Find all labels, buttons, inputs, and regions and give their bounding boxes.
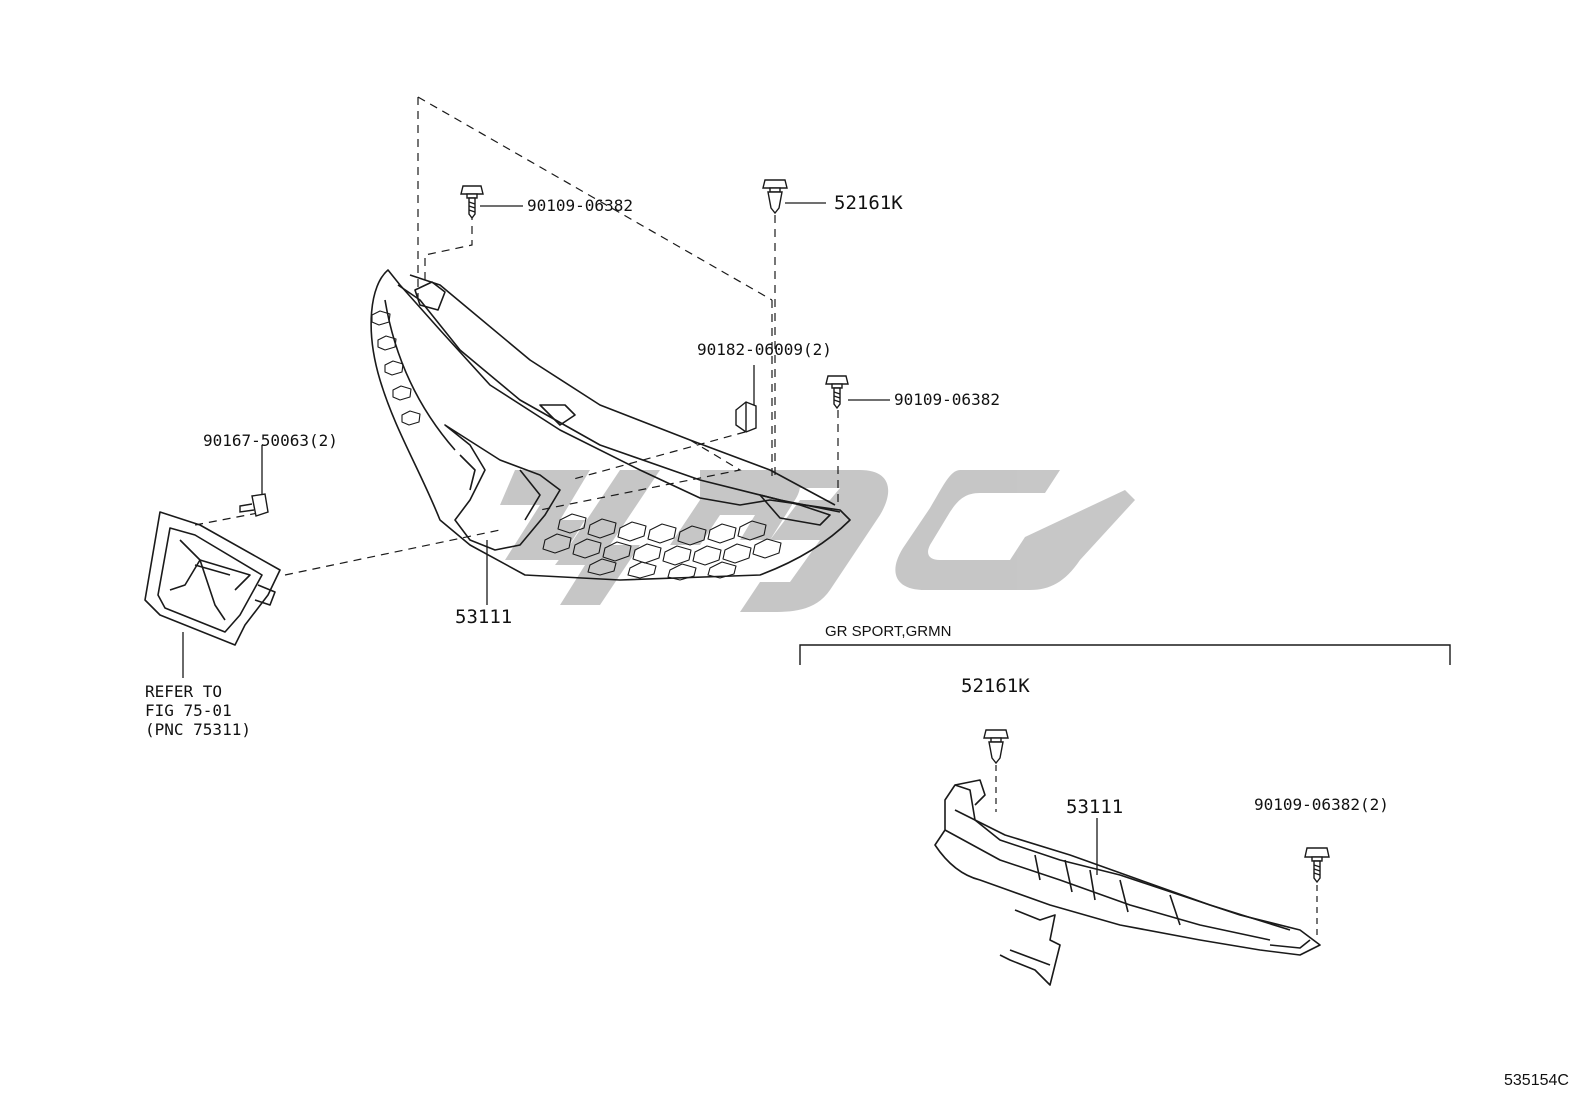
label-bolt-top: 90109-06382 bbox=[527, 196, 633, 215]
label-bolt-variant: 90109-06382(2) bbox=[1254, 795, 1389, 814]
bolt-90109-06382-top bbox=[460, 185, 484, 220]
bolt-90109-06382-right bbox=[825, 375, 849, 410]
diagram-id: 535154C bbox=[1504, 1072, 1569, 1089]
emblem-ref-line-3: (PNC 75311) bbox=[145, 720, 251, 739]
variant-bracket bbox=[799, 644, 1451, 665]
grille-assembly-53111 bbox=[370, 269, 851, 581]
label-screw-left: 90167-50063(2) bbox=[203, 431, 338, 450]
leader-dashes-variant bbox=[995, 765, 1318, 940]
label-clip-top: 52161K bbox=[834, 192, 903, 214]
label-nut: 90182-06009(2) bbox=[697, 340, 832, 359]
label-grille-variant: 53111 bbox=[1066, 796, 1124, 818]
variant-header: GR SPORT,GRMN bbox=[825, 623, 952, 640]
label-grille-main: 53111 bbox=[455, 606, 513, 628]
nut-90182-06009 bbox=[735, 401, 757, 433]
leader-lines bbox=[182, 202, 1098, 875]
clip-52161k-top bbox=[762, 179, 788, 215]
clip-52161k-variant bbox=[983, 729, 1009, 765]
emblem-part bbox=[144, 511, 281, 646]
emblem-ref-line-2: FIG 75-01 bbox=[145, 701, 232, 720]
label-bolt-right: 90109-06382 bbox=[894, 390, 1000, 409]
watermark-logo bbox=[500, 470, 1135, 612]
emblem-reference-note: REFER TO FIG 75-01 (PNC 75311) bbox=[145, 682, 251, 739]
screw-90167-50063 bbox=[239, 493, 269, 517]
grille-assembly-53111-variant bbox=[934, 779, 1321, 986]
label-clip-variant: 52161K bbox=[961, 675, 1030, 697]
emblem-ref-line-1: REFER TO bbox=[145, 682, 223, 701]
leader-dashes-top bbox=[194, 96, 839, 576]
bolt-90109-06382-variant bbox=[1304, 847, 1330, 884]
